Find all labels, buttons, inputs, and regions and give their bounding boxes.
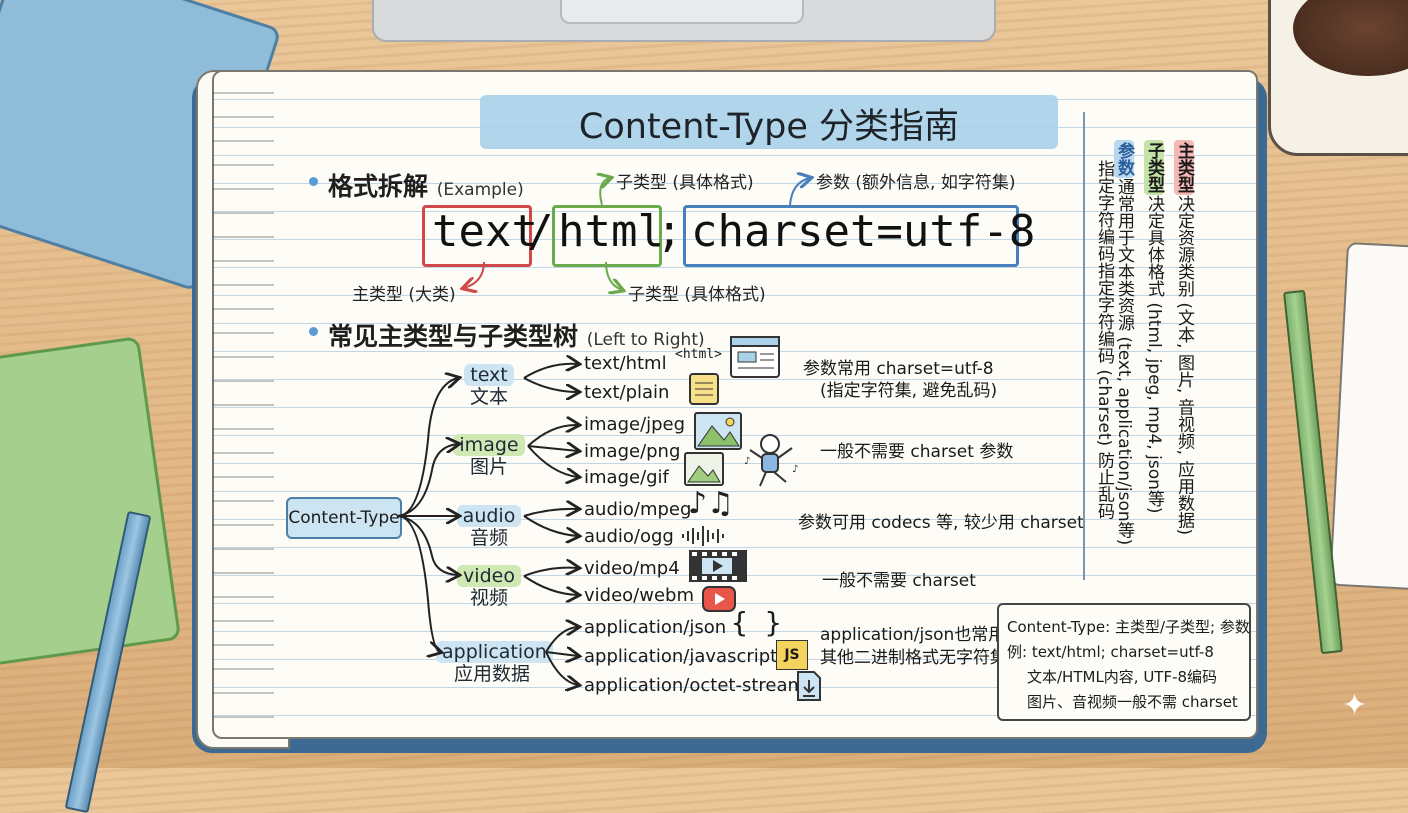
notebook-page [212,70,1258,739]
category-audio: audio 音频 [446,505,532,549]
category-en: image [453,434,525,456]
side-note-highlight: 主类型 [1174,140,1194,195]
notepad-icon [689,373,719,405]
category-en: video [457,565,521,587]
leaf-application-javascript: application/javascript [584,646,778,667]
example-param: charset=utf-8 [691,206,1036,257]
param-box [683,205,1019,267]
leaf-text-plain: text/plain [584,382,670,403]
svg-text:♪: ♪ [792,464,798,475]
photo-icon [684,452,724,486]
category-en: text [464,364,514,386]
leaf-video-mp4: video/mp4 [584,558,680,579]
category-en: audio [456,505,522,527]
play-button-icon [702,586,736,612]
json-braces-icon: { } [731,606,782,639]
format-heading-sub: (Example) [436,180,524,200]
note-video: 一般不需要 charset [822,571,976,591]
leaf-audio-mpeg: audio/mpeg [584,499,692,520]
leaf-image-gif: image/gif [584,467,669,488]
summary-line: Content-Type: 主类型/子类型; 参数 [1007,618,1250,636]
leaf-audio-ogg: audio/ogg [584,526,674,547]
side-note-text: 决定资源类别 (文本, 图片, 音视频, 应用数据) [1174,195,1194,536]
side-note-main-type: 主类型决定资源类别 (文本, 图片, 音视频, 应用数据) [1170,140,1198,535]
param-annotation: 参数 (额外信息, 如字符集) [816,173,1016,193]
laptop-trackpad [560,0,804,24]
music-notes-icon: ♪♫ [688,486,735,521]
laptop [372,0,996,42]
sparkle-icon: ✦ [1342,688,1368,723]
page-title: Content-Type 分类指南 [578,107,960,147]
tree-heading-sub: (Left to Right) [586,330,705,350]
summary-line: 图片、音视频一般不需 charset [1027,693,1238,711]
film-strip-icon [689,550,747,582]
bullet-dot [309,177,318,186]
category-zh: 应用数据 [453,663,530,685]
coffee-mug [1268,0,1408,156]
connector-lines [397,0,1408,768]
side-note-text: 决定具体格式 (html, jpeg, mp4, json等) [1144,195,1164,514]
side-divider [1083,112,1085,580]
category-zh: 文本 [469,386,508,408]
category-zh: 音频 [469,527,508,549]
sound-wave-icon [682,526,724,546]
category-zh: 图片 [469,456,508,478]
leaf-application-json: application/json [584,617,727,638]
summary-line: 文本/HTML内容, UTF-8编码 [1027,668,1218,686]
category-zh: 视频 [469,587,508,609]
category-image: image 图片 [446,434,532,478]
main-type-box [422,205,532,267]
download-file-icon [797,671,821,701]
side-note-highlight: 子类型 [1144,140,1164,195]
note-application-1: application/json也常用 [820,625,1006,645]
svg-text:♪: ♪ [744,456,750,467]
js-file-icon: JS [776,640,808,670]
format-heading: 格式拆解 (Example) [328,167,524,203]
category-text: text 文本 [446,364,532,408]
example-semicolon: ; [656,206,683,257]
example-sub-type: html [558,206,664,257]
tree-heading: 常见主类型与子类型树 (Left to Right) [328,317,705,353]
note-audio: 参数可用 codecs 等, 较少用 charset [798,513,1084,533]
example-slash: / [527,206,554,257]
leaf-image-png: image/png [584,441,681,462]
leaf-application-octet-stream: application/octet-stream [584,675,806,696]
summary-line: 例: text/html; charset=utf-8 [1007,643,1214,661]
summary-box: Content-Type: 主类型/子类型; 参数 例: text/html; … [997,603,1251,721]
browser-window-icon [730,336,780,378]
category-application: application 应用数据 [436,641,553,685]
note-application-2: 其他二进制格式无字符集 [820,648,1007,668]
notebook-margin [212,70,274,735]
note-text-2: (指定字符集, 避免乱码) [820,381,998,401]
note-image: 一般不需要 charset 参数 [820,442,1014,462]
format-heading-text: 格式拆解 [328,172,429,201]
side-note-charset: 指定字符编码指定字符编码 (charset) 防止乱码 [1090,160,1118,520]
main-type-annotation: 主类型 (大类) [352,285,456,305]
side-note-text: 通常用于文本类资源 (text, application/json等) [1114,178,1134,546]
tree-heading-text: 常见主类型与子类型树 [328,322,579,351]
side-note-highlight: 参数 [1114,140,1134,178]
html-tag-icon: <html> [675,347,722,362]
side-note-text: 指定字符编码指定字符编码 (charset) 防止乱码 [1094,160,1114,520]
note-text-1: 参数常用 charset=utf-8 [803,359,994,379]
dancing-figure-icon: ♪♪ [744,434,798,487]
side-note-sub-type: 子类型决定具体格式 (html, jpeg, mp4, json等) [1140,140,1168,514]
tree-root: Content-Type [286,497,402,539]
image-icon [694,412,742,450]
example-main-type: text [432,206,538,257]
sub-type-annotation-bottom: 子类型 (具体格式) [628,285,766,305]
category-video: video 视频 [446,565,532,609]
sub-type-annotation-top: 子类型 (具体格式) [616,173,754,193]
leaf-image-jpeg: image/jpeg [584,414,686,435]
side-note-param: 参数通常用于文本类资源 (text, application/json等) [1110,140,1138,545]
category-en: application [436,641,553,663]
leaf-text-html: text/html [584,353,667,374]
bullet-dot [309,327,318,336]
leaf-video-webm: video/webm [584,585,694,606]
title-highlight [480,95,1058,149]
